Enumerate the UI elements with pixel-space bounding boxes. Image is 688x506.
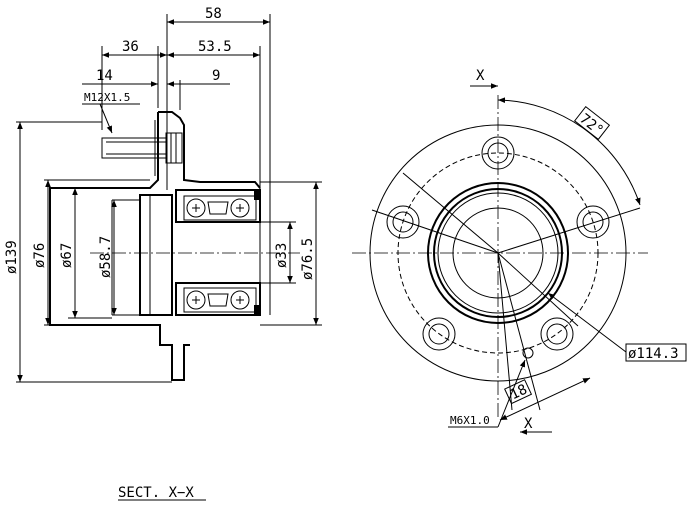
dim-14: 14: [96, 68, 113, 84]
dim-53-5: 53.5: [198, 39, 232, 55]
dim-36: 36: [122, 39, 139, 55]
dia-33: ø33: [274, 243, 290, 268]
bolt-hole-lower-right: [540, 317, 574, 351]
bolt-hole-upper-left: [386, 205, 420, 239]
section-title: SECT. X−X: [118, 485, 194, 501]
dia-139: ø139: [4, 240, 20, 274]
dia-76: ø76: [32, 243, 48, 268]
bolt-hole-upper-right: [576, 205, 610, 239]
dim-18: 18: [508, 382, 530, 404]
section-mark-top: X: [476, 68, 485, 84]
dim-9: 9: [212, 68, 220, 84]
dim-58: 58: [205, 6, 222, 22]
front-view: 72° X ø114.3 18 M6X1.0 X: [352, 68, 687, 435]
pcd-114-3: ø114.3: [628, 346, 679, 362]
thread-label-m12: M12X1.5: [84, 91, 130, 104]
dia-58-7: ø58.7: [98, 236, 114, 278]
section-mark-bottom: X: [524, 416, 533, 432]
bolt-hole-lower-left: [422, 317, 456, 351]
thread-label-m6: M6X1.0: [450, 414, 490, 427]
dia-76-5: ø76.5: [300, 238, 316, 280]
side-section-view: 58 36 53.5 14 9 M12X1.5: [4, 6, 322, 383]
dia-67: ø67: [59, 243, 75, 268]
